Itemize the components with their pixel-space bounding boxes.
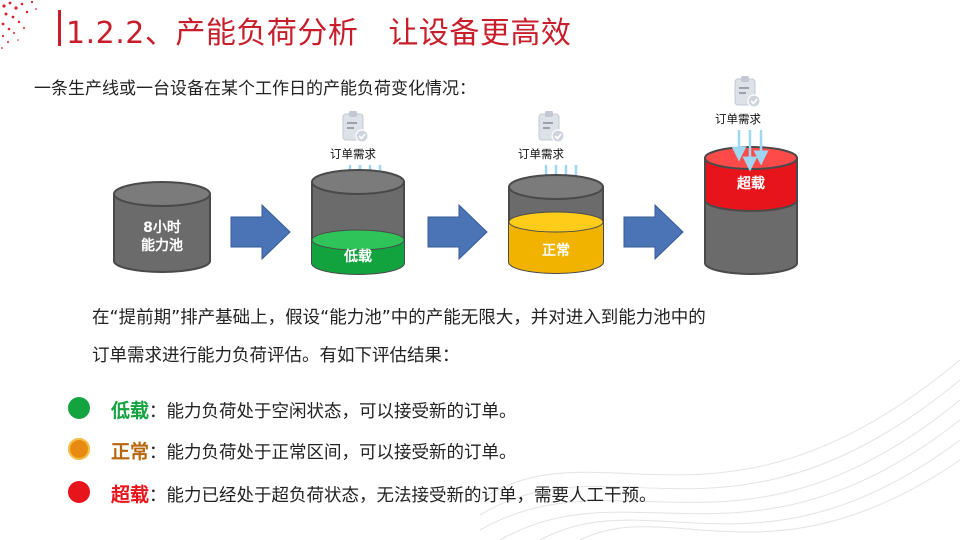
legend-key: 低载 [111,400,150,422]
order-demand-label: 订单需求 [330,147,376,161]
paragraph-line-1: 在“提前期”排产基础上，假设“能力池”中的产能无限大，并对进入到能力池中的 [92,308,706,328]
legend-key: 正常 [111,441,150,463]
capacity-pool-line2: 能力池 [141,238,183,254]
title-accent-bar [58,10,61,46]
overload-dot-icon [68,481,90,503]
normal-load-cylinder [508,174,604,274]
legend-separator: ： [149,443,167,463]
legend-description: 能力已经处于超负荷状态，无法接受新的订单，需要人工干预。 [166,486,657,506]
normal-load-dot-icon [68,438,90,460]
paragraph-line-2: 订单需求进行能力负荷评估。有如下评估结果： [92,346,460,366]
background-wave-decoration [480,359,960,540]
low-load-dot-icon [68,397,90,419]
intro-text: 一条生产线或一台设备在某个工作日的产能负荷变化情况： [34,79,476,99]
capacity-load-diagram [113,76,798,275]
legend-separator: ： [149,402,167,422]
capacity-pool-label: 8小时 能力池 [122,219,202,255]
normal-load-label: 正常 [542,243,570,259]
legend-item-low-load: 低载：能力负荷处于空闲状态，可以接受新的订单。 [111,396,517,423]
title-main: 产能负荷分析 [175,16,359,51]
legend-separator: ： [149,486,167,506]
overload-cylinder [704,146,798,275]
capacity-pool-cylinder [113,181,211,273]
page-title: 1.2.2、产能负荷分析让设备更高效 [66,8,571,52]
legend-description: 能力负荷处于空闲状态，可以接受新的订单。 [166,402,517,422]
low-load-label: 低载 [344,249,372,265]
order-demand-label: 订单需求 [715,112,761,126]
order-flow-arrows-3 [731,130,769,172]
clipboard-check-icon [538,111,565,143]
legend-item-overload: 超载：能力已经处于超负荷状态，无法接受新的订单，需要人工干预。 [111,480,657,507]
flow-arrow-3 [623,203,684,261]
flow-arrow-2 [427,203,488,261]
capacity-pool-line1: 8小时 [143,220,181,236]
title-sub: 让设备更高效 [388,16,572,51]
order-demand-label: 订单需求 [518,147,564,161]
clipboard-check-icon [734,76,761,108]
legend-description: 能力负荷处于正常区间，可以接受新的订单。 [166,443,517,463]
overload-label: 超载 [737,176,765,192]
legend-key: 超载 [111,484,150,506]
low-load-cylinder [311,169,405,275]
corner-dot-decoration [1,0,37,49]
flow-arrow-1 [230,203,291,261]
clipboard-check-icon [342,111,369,143]
section-number: 1.2.2、 [66,16,176,51]
legend-item-normal: 正常：能力负荷处于正常区间，可以接受新的订单。 [111,437,517,464]
